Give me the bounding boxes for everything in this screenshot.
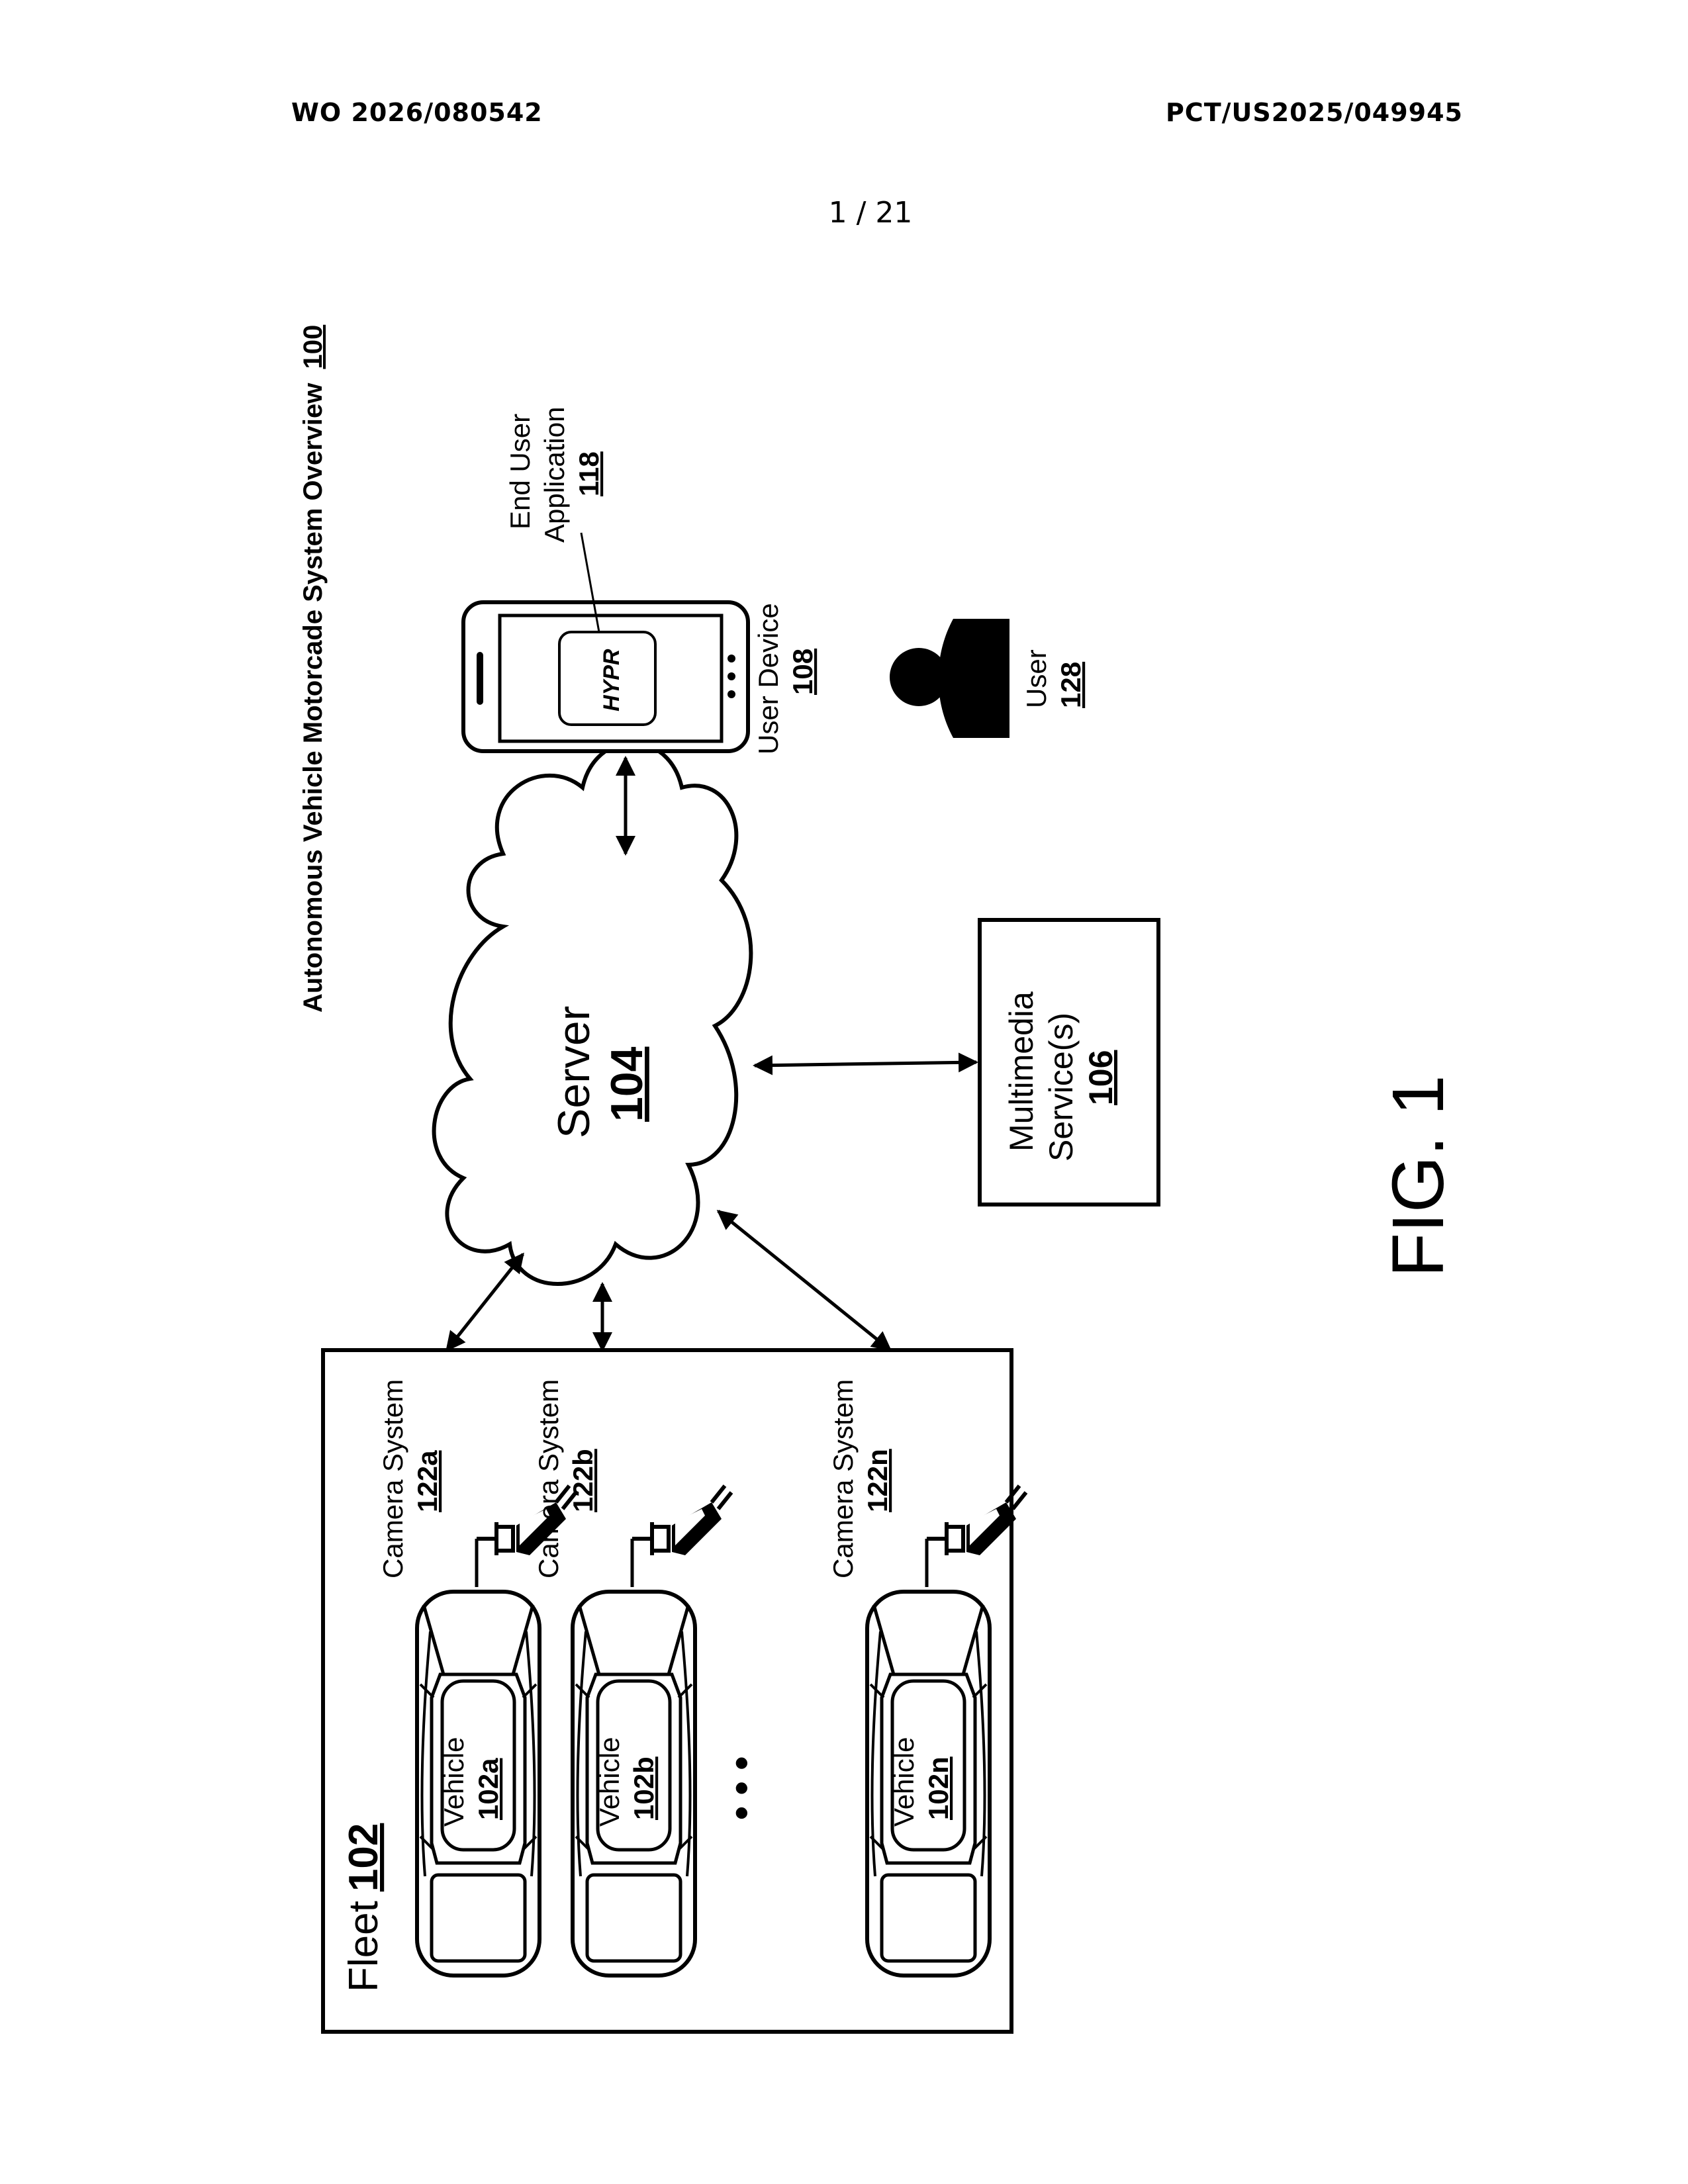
camera-ref: 122b — [567, 1449, 598, 1512]
diagram-title: Autonomous Vehicle Motorcade System Over… — [299, 325, 328, 1013]
title-ref: 100 — [299, 325, 328, 369]
vehicle-102n: Vehicle 102n Camera System 122n — [827, 1379, 1026, 1976]
fleet-label: Fleet102 — [341, 1823, 387, 1992]
end-user-app-label-1: End User — [504, 414, 536, 529]
user-label: User — [1021, 649, 1052, 708]
user-device-ref: 108 — [787, 649, 818, 695]
server-label: Server — [549, 1006, 599, 1138]
end-user-app-ref: 118 — [573, 451, 604, 496]
user-figure — [890, 619, 1009, 738]
camera-ref: 122a — [412, 1450, 443, 1512]
vehicle-label: Vehicle — [438, 1737, 469, 1827]
vehicle-102b: Vehicle 102b Camera System 122b — [533, 1379, 731, 1976]
multimedia-label-2: Service(s) — [1043, 1013, 1080, 1161]
title-text: Autonomous Vehicle Motorcade System Over… — [299, 383, 328, 1013]
camera-ref: 122n — [862, 1449, 893, 1512]
vehicle-ref: 102a — [473, 1758, 504, 1820]
vehicle-label: Vehicle — [594, 1737, 625, 1827]
vehicles-ellipsis: • • • — [719, 1756, 763, 1820]
server-ref: 104 — [602, 1046, 652, 1122]
camera-icon — [632, 1486, 731, 1555]
hypr-logo: HYPR — [599, 649, 624, 711]
user-device-label: User Device — [753, 603, 784, 754]
vehicle-ref: 102b — [628, 1756, 659, 1820]
multimedia-label-1: Multimedia — [1003, 991, 1040, 1152]
vehicle-ref: 102n — [923, 1756, 954, 1820]
vehicle-label: Vehicle — [888, 1737, 919, 1827]
multimedia-ref: 106 — [1082, 1050, 1119, 1105]
user-ref: 128 — [1055, 662, 1086, 708]
camera-label: Camera System — [827, 1379, 859, 1578]
arrow-server-multimedia — [755, 1062, 976, 1066]
camera-label: Camera System — [377, 1379, 408, 1578]
arrow-server-fleet-1 — [447, 1254, 523, 1350]
figure-label: FIG. 1 — [1378, 1075, 1459, 1277]
end-user-app-label-2: Application — [539, 407, 570, 543]
camera-label: Camera System — [533, 1379, 564, 1578]
user-device: HYPR — [463, 602, 748, 751]
arrow-server-fleet-3 — [718, 1211, 890, 1350]
